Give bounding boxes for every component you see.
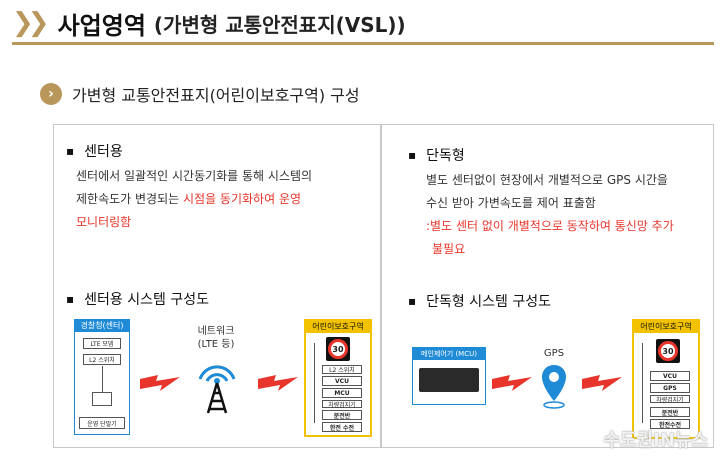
connector-line: [102, 366, 103, 392]
gps-label: GPS: [543, 348, 565, 359]
center-desc-line1: 센터에서 일괄적인 시간동기화를 통해 시스템의: [76, 169, 313, 183]
tower-icon: [198, 365, 236, 414]
page-title: 사업영역: [57, 11, 146, 40]
pole-line: [642, 343, 643, 423]
ops-terminal: 운영 단말기: [79, 417, 125, 429]
zone-power: 한전수전: [650, 419, 690, 429]
controller-device-icon: [419, 368, 479, 392]
header-divider: [12, 42, 714, 45]
standalone-desc-line3: :별도 센터 없이 개별적으로 동작하여 통신망 추가: [426, 219, 674, 233]
center-diagram-title: 센터용 시스템 구성도: [66, 289, 209, 309]
police-center-box: 경찰청(센터) LTE 모뎀 L2 스위치 운영 단말기: [74, 319, 130, 435]
police-center-label: 경찰청(센터): [75, 320, 129, 332]
network-label: 네트워크 (LTE 등): [197, 326, 235, 350]
zone-mcu: MCU: [322, 388, 362, 398]
school-zone-box: 어린이보호구역 30 VCU GPS 차량검지기 분전반 한전수전: [632, 319, 700, 439]
page-subtitle: (가변형 교통안전표지(VSL)): [153, 12, 406, 37]
l2-switch: L2 스위치: [83, 354, 121, 365]
school-zone-label: 어린이보호구역: [634, 321, 698, 333]
standalone-desc-line4: 불필요: [432, 242, 466, 256]
watermark: 수도권IN뉴스: [603, 430, 708, 451]
zone-l2-switch: L2 스위치: [322, 365, 362, 374]
standalone-desc-line2: 수신 받아 가변속도를 제어 표출함: [426, 196, 596, 210]
zone-vcu: VCU: [650, 371, 690, 381]
standalone-panel: 단독형 별도 센터없이 현장에서 개별적으로 GPS 시간을 수신 받아 가변속…: [381, 124, 714, 448]
lte-modem: LTE 모뎀: [83, 338, 121, 349]
lightning-icon: [140, 375, 180, 391]
zone-distribution: 분전반: [650, 407, 690, 417]
double-chevron-icon: ❯❯: [12, 8, 49, 38]
zone-distribution: 분전반: [322, 410, 362, 420]
zone-detector: 차량검지기: [650, 395, 690, 404]
chevron-bullet-icon: ›: [40, 83, 62, 105]
section-title: 가변형 교통안전표지(어린이보호구역) 구성: [72, 86, 360, 105]
lightning-icon: [258, 375, 298, 391]
center-desc-line3: 모니터링함: [76, 215, 132, 229]
zone-vcu: VCU: [322, 376, 362, 386]
section-heading: › 가변형 교통안전표지(어린이보호구역) 구성: [40, 82, 360, 106]
standalone-description: 별도 센터없이 현장에서 개별적으로 GPS 시간을 수신 받아 가변속도를 제…: [426, 169, 712, 261]
center-description: 센터에서 일괄적인 시간동기화를 통해 시스템의 제한속도가 변경되는 시점을 …: [76, 165, 376, 234]
school-zone-label: 어린이보호구역: [306, 321, 370, 333]
mcu-box: 메인제어기 (MCU): [412, 347, 486, 405]
center-title: 센터용: [66, 141, 123, 161]
pole-line: [314, 343, 315, 423]
standalone-title: 단독형: [408, 145, 465, 165]
center-panel: 센터용 센터에서 일괄적인 시간동기화를 통해 시스템의 제한속도가 변경되는 …: [53, 124, 381, 448]
school-zone-box: 어린이보호구역 30 L2 스위치 VCU MCU 차량검지기 분전반 한전 수…: [304, 319, 372, 437]
standalone-desc-line1: 별도 센터없이 현장에서 개별적으로 GPS 시간을: [426, 173, 668, 187]
computer-icon: [92, 392, 112, 406]
center-desc-line2: 제한속도가 변경되는 시점을 동기화하여 운영: [76, 192, 302, 206]
lightning-icon: [582, 375, 622, 391]
location-pin-icon: [542, 365, 566, 409]
speed-sign-icon: 30: [326, 337, 350, 361]
zone-power: 한전 수전: [322, 422, 362, 432]
page-header: ❯❯ 사업영역 (가변형 교통안전표지(VSL)): [12, 6, 406, 40]
zone-detector: 차량검지기: [322, 400, 362, 409]
standalone-diagram-title: 단독형 시스템 구성도: [408, 291, 551, 311]
speed-sign-icon: 30: [656, 339, 680, 363]
mcu-label: 메인제어기 (MCU): [413, 348, 485, 360]
zone-gps: GPS: [650, 383, 690, 393]
lightning-icon: [492, 375, 532, 391]
